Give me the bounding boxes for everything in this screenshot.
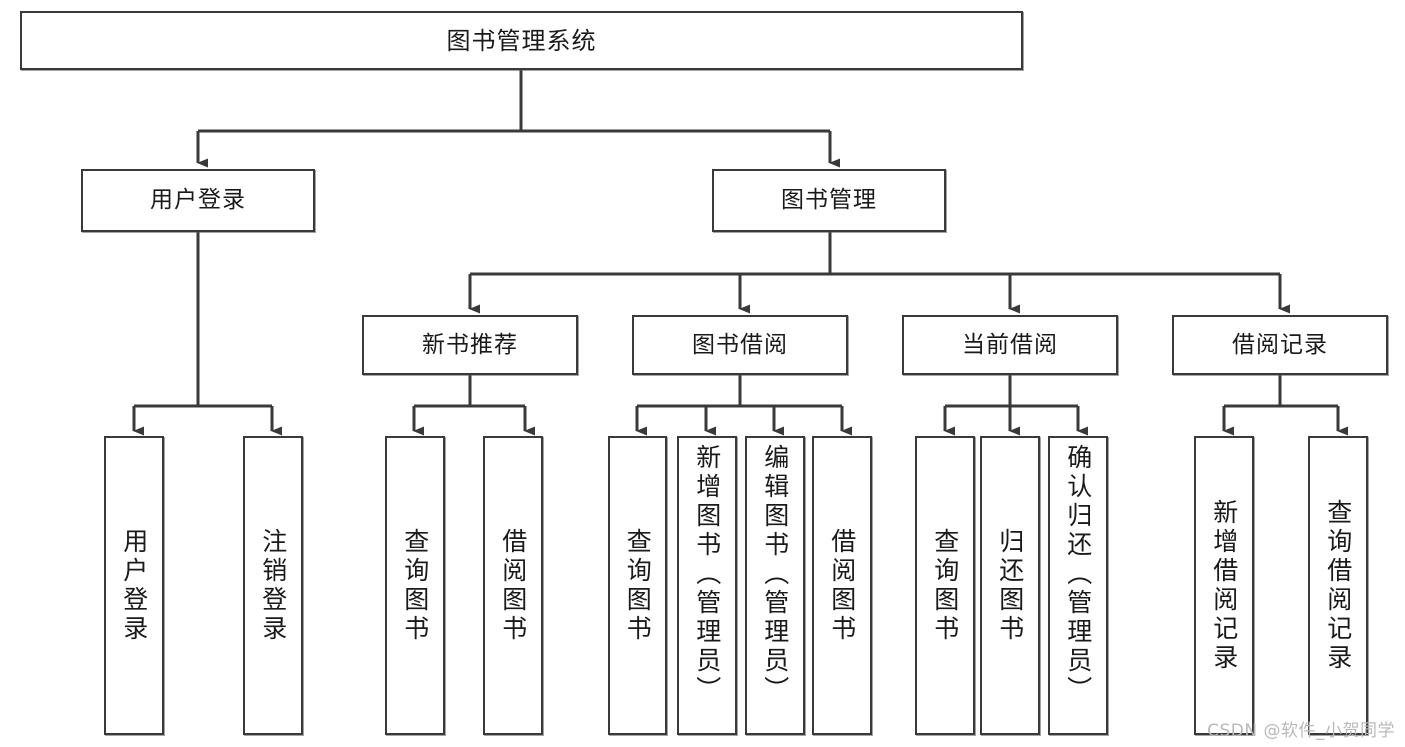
leaf-user-login[interactable]: 用户登录 (104, 436, 164, 735)
node-label: 借阅图书 (827, 527, 857, 644)
node-label: 用户登录 (150, 187, 246, 213)
node-label: 图书管理 (781, 187, 877, 213)
leaf-logout-login[interactable]: 注销登录 (243, 436, 303, 735)
node-label: 查询借阅记录 (1323, 498, 1353, 673)
leaf-query-book-current[interactable]: 查询图书 (915, 436, 975, 735)
leaf-borrow-book-borrow[interactable]: 借阅图书 (812, 436, 872, 735)
node-label: 查询图书 (623, 527, 653, 644)
node-borrowing-record[interactable]: 借阅记录 (1172, 315, 1388, 375)
node-label: 用户登录 (119, 527, 149, 644)
node-label: 新增借阅记录 (1209, 498, 1239, 673)
leaf-return-book[interactable]: 归还图书 (980, 436, 1040, 735)
node-new-book-recommendation[interactable]: 新书推荐 (362, 315, 578, 375)
node-user-login[interactable]: 用户登录 (81, 169, 315, 232)
node-label: 借阅图书 (498, 527, 528, 644)
node-label: 编辑图书（管理员） (760, 444, 790, 705)
leaf-borrow-book-rec[interactable]: 借阅图书 (483, 436, 543, 735)
node-label: 注销登录 (258, 527, 288, 644)
node-label: 新书推荐 (422, 331, 518, 358)
node-book-borrowing[interactable]: 图书借阅 (632, 315, 848, 375)
node-label: 确认归还（管理员） (1063, 444, 1093, 705)
node-label: 查询图书 (930, 527, 960, 644)
leaf-edit-book-admin[interactable]: 编辑图书（管理员） (745, 436, 805, 735)
watermark-csdn: CSDN @软件_小贺同学 (1207, 721, 1395, 741)
leaf-query-book-borrow[interactable]: 查询图书 (608, 436, 667, 735)
node-label: 当前借阅 (962, 331, 1058, 358)
node-current-borrowing[interactable]: 当前借阅 (902, 315, 1118, 375)
node-label: 图书借阅 (692, 331, 788, 358)
node-label: 归还图书 (995, 527, 1025, 644)
leaf-add-borrow-record[interactable]: 新增借阅记录 (1194, 436, 1254, 735)
node-book-management[interactable]: 图书管理 (712, 169, 946, 232)
leaf-add-book-admin[interactable]: 新增图书（管理员） (677, 436, 737, 735)
node-label: 借阅记录 (1232, 331, 1328, 358)
node-label: 查询图书 (400, 527, 430, 644)
leaf-confirm-return-admin[interactable]: 确认归还（管理员） (1048, 436, 1108, 735)
node-label: 图书管理系统 (446, 26, 597, 55)
node-root-book-management-system[interactable]: 图书管理系统 (20, 11, 1023, 70)
node-label: 新增图书（管理员） (692, 444, 722, 705)
leaf-query-borrow-record[interactable]: 查询借阅记录 (1308, 436, 1368, 735)
leaf-query-book-rec[interactable]: 查询图书 (385, 436, 445, 735)
